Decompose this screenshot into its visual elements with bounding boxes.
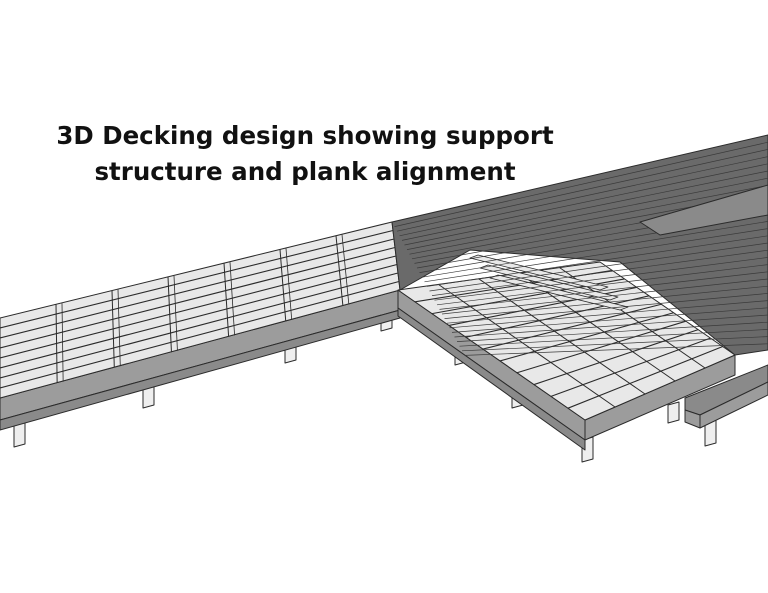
plank-seam [431, 249, 768, 296]
blocking-line [117, 289, 121, 367]
plank-seam [429, 242, 768, 292]
plank-seam [409, 185, 768, 255]
support-post [667, 401, 680, 424]
joist-line [550, 337, 711, 397]
deck-planks [391, 134, 768, 356]
plank-seam [459, 329, 768, 347]
blocking-line [285, 248, 293, 320]
plank-seam [454, 314, 768, 338]
plank-seam [439, 271, 768, 310]
plank-seam [449, 300, 768, 329]
plank-seam [461, 336, 768, 352]
joist-grid [0, 221, 736, 421]
plank-seam [451, 307, 768, 333]
plank-seam [446, 293, 768, 324]
step-front [699, 381, 768, 429]
joist-line [533, 329, 699, 386]
blocking-line [111, 290, 115, 368]
blocking-line [173, 275, 178, 351]
joist-line [0, 255, 397, 359]
blocking-line [438, 283, 616, 408]
joist-line [0, 272, 399, 379]
caption-line-2: structure and plank alignment [94, 157, 516, 186]
blocking-line [335, 235, 344, 306]
blocking-line [167, 276, 172, 352]
blocking-line [55, 304, 58, 383]
plank-seam [421, 221, 768, 278]
joist-line [482, 303, 662, 350]
blocking-line [223, 263, 230, 337]
blocking-line [478, 278, 646, 395]
joist-line [0, 280, 400, 389]
blocking-line [341, 234, 350, 305]
plank-seam [404, 170, 768, 246]
plank-seam [399, 156, 768, 237]
plank-seam [394, 141, 768, 227]
plank-seam [424, 228, 768, 283]
blocking-line [61, 303, 64, 382]
joist-line [0, 238, 395, 339]
joist-line [0, 229, 394, 329]
middle-rim-lower [397, 307, 586, 451]
blocking-line [229, 262, 235, 336]
joist-line [0, 246, 396, 349]
deck-arm-top [639, 184, 768, 236]
caption: 3D Decking design showing support struct… [0, 118, 610, 190]
joist-line [465, 295, 650, 338]
plank-seam [436, 264, 768, 306]
plank-seam [441, 278, 768, 315]
plank-seam [406, 177, 768, 250]
plank-seam [426, 235, 768, 287]
plank-seam [444, 285, 768, 319]
corner-step [684, 364, 768, 429]
plank-seam [456, 321, 768, 342]
joist-line [567, 346, 723, 409]
caption-line-1: 3D Decking design showing support [56, 121, 554, 150]
joist-line [0, 263, 398, 369]
outer-frame [0, 214, 768, 451]
plank-seam [401, 163, 768, 241]
plank-seam [464, 343, 768, 356]
blocking-line [279, 249, 287, 321]
plank-seam [396, 149, 768, 232]
plank-seam [434, 257, 768, 301]
joist-line [516, 320, 687, 374]
